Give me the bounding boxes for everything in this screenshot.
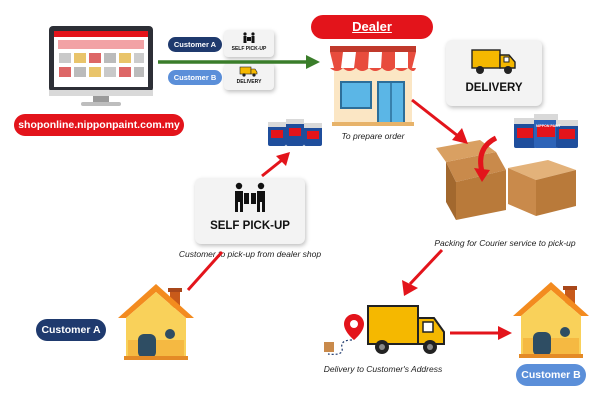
delivery-route-icon: [324, 314, 364, 355]
customer-a-house-pill: Customer A: [36, 319, 106, 341]
delivery-card: DELIVERY: [446, 40, 542, 106]
dealer-title: Dealer: [352, 19, 392, 34]
customer-b-house-pill: Customer B: [516, 364, 586, 386]
packing-paint-brand: NIPPON PAINT: [536, 124, 561, 128]
legend-customer-b: Customer B: [168, 70, 222, 85]
dealer-caption: To prepare order: [341, 131, 405, 141]
legend-self-pickup-label: SELF PICK-UP: [231, 46, 267, 52]
legend-delivery-label: DELIVERY: [236, 79, 262, 85]
big-truck-icon: [367, 305, 445, 354]
legend-self-pickup-card: SELF PICK-UP: [224, 30, 274, 57]
paint-cans-pickup: [268, 119, 322, 146]
packing-boxes-icon: [436, 114, 578, 220]
self-pickup-card: SELF PICK-UP: [195, 178, 305, 244]
customer-a-house-icon: [118, 284, 194, 360]
self-pickup-caption: Customer to pick-up from dealer shop: [178, 249, 322, 259]
delivery-truck-icon: [471, 49, 516, 74]
website-url-pill[interactable]: shoponline.nipponpaint.com.my: [14, 114, 184, 136]
carry-box-icon: [243, 32, 255, 43]
website-url: shoponline.nipponpaint.com.my: [18, 119, 180, 131]
customer-b-house-label: Customer B: [521, 369, 581, 381]
dealer-title-pill: Dealer: [311, 15, 433, 39]
delivery-truck-caption: Delivery to Customer's Address: [323, 364, 443, 374]
self-pickup-label: SELF PICK-UP: [210, 220, 290, 232]
delivery-card-label: DELIVERY: [465, 82, 523, 94]
packing-caption: Packing for Courier service to pick-up: [434, 238, 576, 248]
legend-customer-a: Customer A: [168, 37, 222, 52]
arrow-pickup-to-cans: [261, 158, 283, 178]
carry-box-person-icon: [235, 182, 265, 212]
customer-a-house-label: Customer A: [41, 324, 101, 336]
legend-delivery-card: DELIVERY: [224, 63, 274, 90]
arrow-packing-to-truck: [408, 248, 444, 286]
monitor-icon: [49, 26, 153, 106]
customer-b-house-icon: [513, 282, 589, 358]
dealer-shop-icon: [330, 46, 416, 126]
small-truck-icon: [239, 66, 258, 77]
website-monitor: [45, 24, 157, 108]
